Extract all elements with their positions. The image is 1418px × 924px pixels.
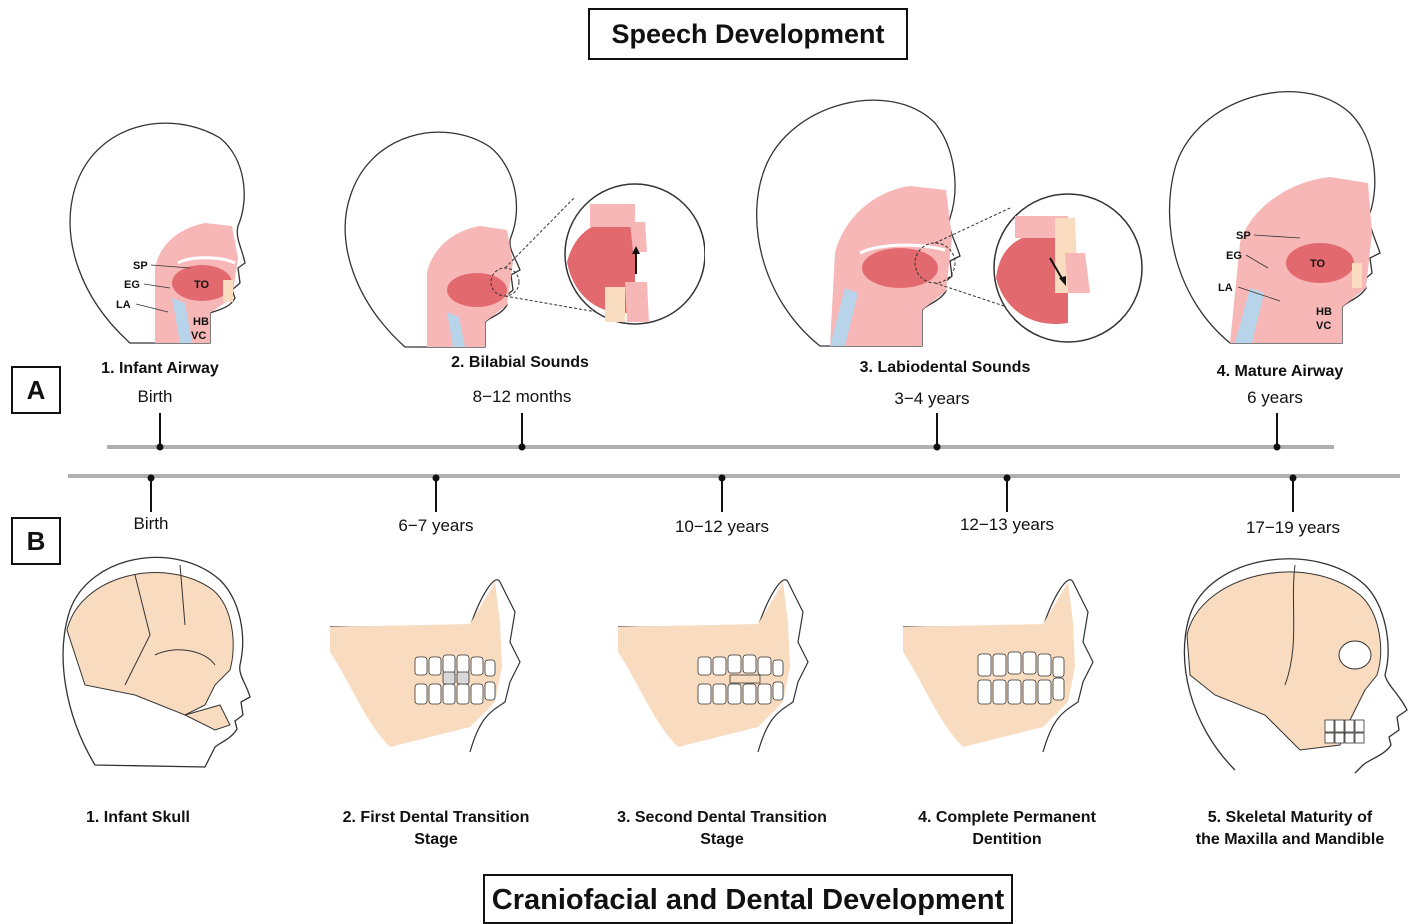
hb-label: HB <box>193 316 209 328</box>
dental-stage-4-label-line2: Dentition <box>892 829 1122 851</box>
dental-stage-1-label-line1: 1. Infant Skull <box>48 807 228 829</box>
sp-label: SP <box>133 260 148 272</box>
dental-stage-5-label: 5. Skeletal Maturity of the Maxilla and … <box>1172 807 1408 851</box>
speech-stage-4-age: 6 years <box>1205 388 1345 408</box>
second-dental-transition-illustration <box>618 572 838 757</box>
dental-stage-2-label-line1: 2. First Dental Transition <box>316 807 556 829</box>
first-dental-transition-illustration <box>330 572 550 757</box>
vc-label: VC <box>191 330 206 342</box>
dental-stage-2-age: 6−7 years <box>366 516 506 536</box>
labiodental-sounds-illustration <box>750 78 1145 350</box>
dental-ticks <box>149 476 1296 513</box>
dental-stage-1-label: 1. Infant Skull <box>48 807 228 829</box>
complete-permanent-dentition-illustration <box>903 572 1123 757</box>
dental-stage-4-label-line1: 4. Complete Permanent <box>892 807 1122 829</box>
speech-stage-2-age: 8−12 months <box>440 387 604 407</box>
dental-stage-4-age: 12−13 years <box>937 515 1077 535</box>
to-label-mature: TO <box>1310 258 1326 270</box>
dental-stage-2-label: 2. First Dental Transition Stage <box>316 807 556 851</box>
eg-label: EG <box>124 279 140 291</box>
dental-stage-4-label: 4. Complete Permanent Dentition <box>892 807 1122 851</box>
speech-stage-1-age: Birth <box>80 387 230 407</box>
sp-label-mature: SP <box>1236 230 1251 242</box>
dental-stage-2-label-line2: Stage <box>316 829 556 851</box>
bilabial-sounds-illustration <box>335 112 705 352</box>
infant-airway-illustration: SP TO EG LA HB VC <box>60 98 260 348</box>
dental-stage-5-label-line2: the Maxilla and Mandible <box>1172 829 1408 851</box>
speech-stage-1-label: 1. Infant Airway <box>60 358 260 380</box>
eg-label-mature: EG <box>1226 250 1242 262</box>
speech-stage-3-age: 3−4 years <box>862 389 1002 409</box>
la-label-mature: LA <box>1218 282 1233 294</box>
speech-stage-2-label: 2. Bilabial Sounds <box>420 352 620 374</box>
speech-ticks <box>158 413 1280 450</box>
vc-label-mature: VC <box>1316 320 1331 332</box>
dental-stage-3-label-line1: 3. Second Dental Transition <box>594 807 850 829</box>
dental-stage-1-age: Birth <box>91 514 211 534</box>
speech-stage-3-label: 3. Labiodental Sounds <box>827 357 1063 379</box>
hb-label-mature: HB <box>1316 306 1332 318</box>
infant-skull-illustration <box>55 545 255 770</box>
dental-stage-3-age: 10−12 years <box>652 517 792 537</box>
dental-stage-5-label-line1: 5. Skeletal Maturity of <box>1172 807 1408 829</box>
mature-skull-illustration <box>1175 545 1415 775</box>
dental-stage-3-label-line2: Stage <box>594 829 850 851</box>
speech-stage-4-label: 4. Mature Airway <box>1190 361 1370 383</box>
dental-stage-3-label: 3. Second Dental Transition Stage <box>594 807 850 851</box>
to-label: TO <box>194 279 210 291</box>
la-label: LA <box>116 299 131 311</box>
mature-airway-illustration: SP TO EG LA HB VC <box>1160 63 1390 348</box>
dental-stage-5-age: 17−19 years <box>1218 518 1368 538</box>
